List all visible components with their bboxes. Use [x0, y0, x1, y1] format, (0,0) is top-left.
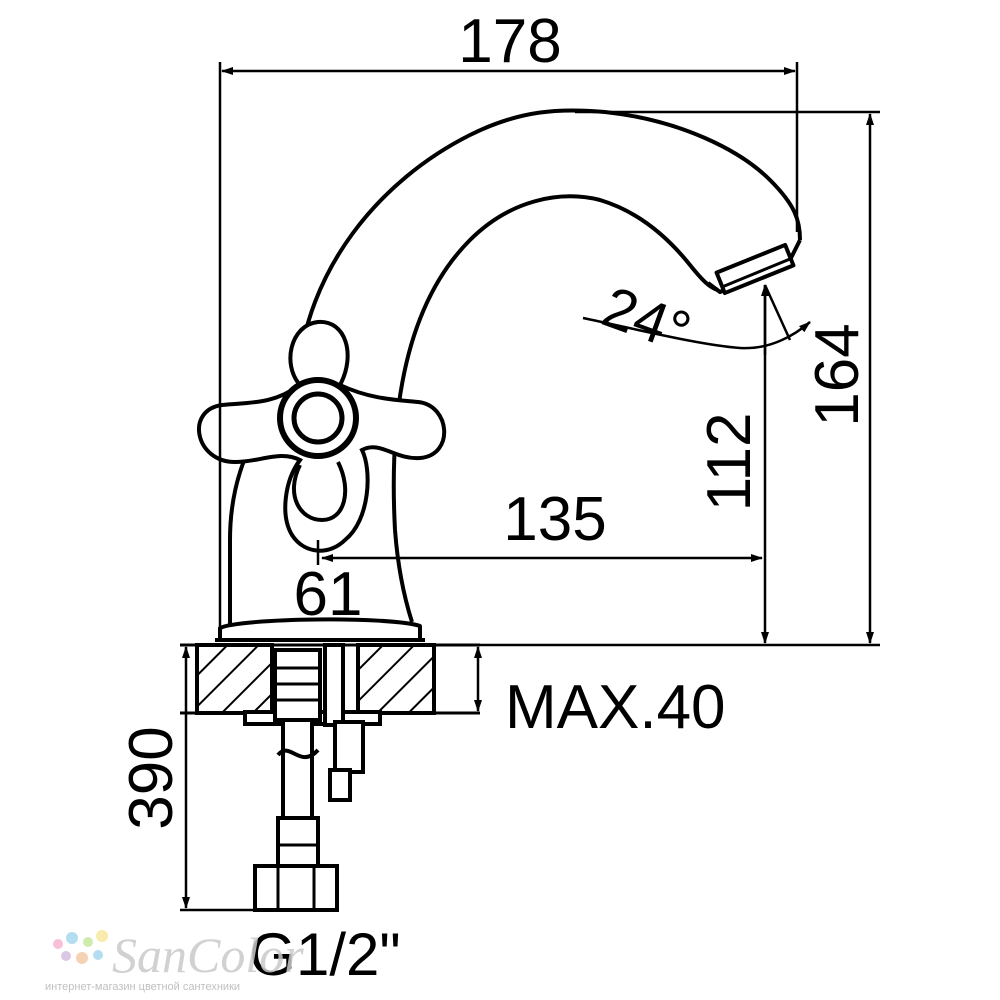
watermark: SanColor интернет-магазин цветной сантех…: [45, 927, 304, 993]
stud-end: [328, 768, 352, 802]
spout-inner-curve: [391, 194, 719, 531]
label-max-counter: MAX.40: [505, 673, 726, 742]
watermark-dots-icon: [53, 930, 108, 964]
label-spout-reach: 135: [503, 485, 606, 554]
cross-handle: [197, 319, 447, 553]
angle-arc: [582, 316, 811, 350]
label-hose-length: 390: [117, 726, 186, 829]
label-spray-angle: 24°: [594, 274, 699, 365]
watermark-brand: SanColor: [112, 927, 304, 983]
base-flange: [218, 617, 422, 640]
label-connection-thread: G1/2": [249, 921, 400, 988]
stud-nut: [333, 720, 365, 774]
dimension-lines: [180, 62, 880, 912]
hex-nut: [253, 864, 339, 912]
aerator-ring: [721, 257, 791, 289]
spout-outer-curve: [296, 108, 802, 381]
countertop-left: [195, 643, 274, 715]
threaded-stud: [323, 643, 345, 727]
flex-hose: [281, 718, 314, 820]
handle-hub-inner: [291, 391, 345, 445]
watermark-tagline: интернет-магазин цветной сантехники: [45, 981, 240, 993]
label-spout-height: 112: [695, 413, 764, 512]
label-overall-width: 178: [458, 7, 561, 76]
faucet-body: [215, 108, 802, 642]
mounting-hardware: [243, 643, 382, 912]
label-total-height: 164: [803, 323, 872, 426]
handle-inner-loop: [291, 461, 348, 523]
spray-angle-ray: [763, 284, 792, 341]
hose-ferrule: [276, 816, 320, 870]
hose-break: [276, 748, 320, 759]
countertop-right: [356, 643, 436, 715]
label-base-width: 61: [294, 560, 363, 629]
dimension-labels: 178 135 61 112 164 24° MAX.40 390 G1/2": [117, 7, 872, 988]
body-right-edge: [393, 529, 414, 623]
